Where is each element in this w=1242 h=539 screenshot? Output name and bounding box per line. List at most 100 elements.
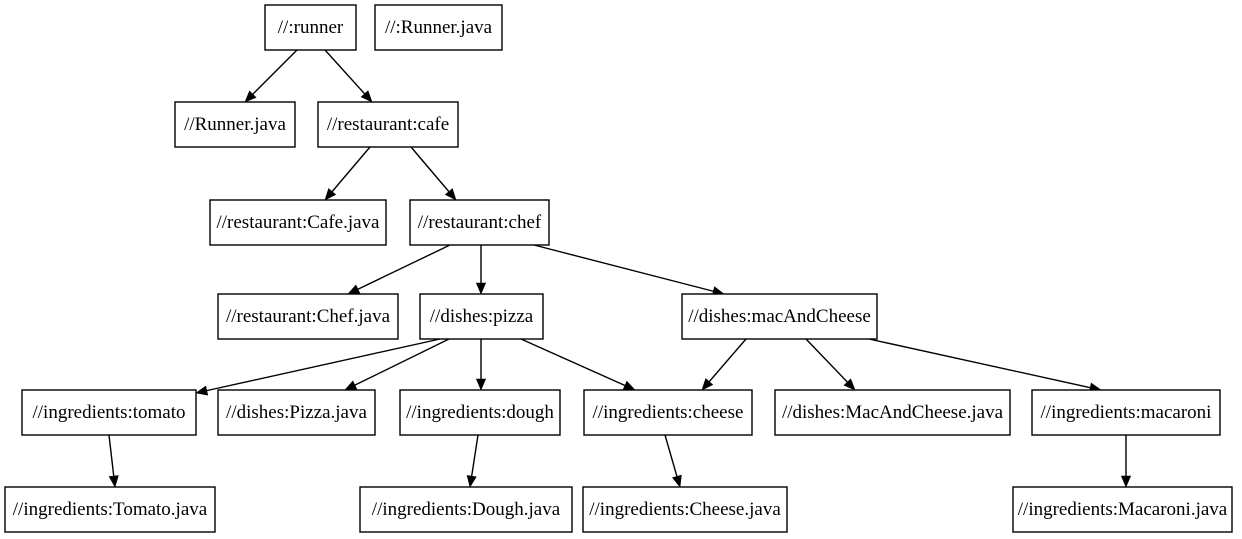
edge-line [324,49,366,95]
node-label: //dishes:macAndCheese [688,306,871,327]
edge-arrowhead [466,475,477,488]
node-label: //ingredients:tomato [32,402,185,423]
edge-ing_macaroni-to-ing_macaroni_java [1120,435,1132,488]
edge-line [664,434,678,477]
node-box[interactable] [681,293,878,340]
node-dishes_pizza[interactable]: //dishes:pizza [419,293,544,340]
node-restaurant_cafe[interactable]: //restaurant:cafe [317,101,459,148]
node-box[interactable] [4,486,216,533]
edge-runner-to-restaurant_cafe [324,49,373,103]
node-label: //ingredients:dough [406,402,554,423]
node-ing_tomato_java[interactable]: //ingredients:Tomato.java [4,486,216,533]
node-box[interactable] [21,389,197,436]
node-label: //ingredients:cheese [593,402,744,423]
node-runner_java_root[interactable]: //:Runner.java [374,4,503,51]
edge-restaurant_chef-to-dishes_pizza [475,245,487,295]
node-label: //dishes:pizza [430,306,534,327]
edge-ing_tomato-to-ing_tomato_java [108,434,119,488]
edge-line [410,146,450,193]
edge-line [206,338,441,392]
node-ing_tomato[interactable]: //ingredients:tomato [21,389,197,436]
edge-restaurant_chef-to-dishes_macandcheese [533,244,725,297]
node-ing_cheese[interactable]: //ingredients:cheese [583,389,753,436]
node-box[interactable] [174,101,296,148]
node-label: //ingredients:Tomato.java [13,499,208,520]
edges-layer [108,49,1132,488]
node-box[interactable] [419,293,544,340]
edge-line [331,146,371,193]
edge-arrowhead [701,378,714,391]
edge-line [868,338,1091,389]
edge-restaurant_chef-to-restaurant_chef_java [347,244,451,295]
edge-arrowhead [475,378,487,391]
edge-dishes_pizza-to-dishes_pizza_java [344,338,450,391]
node-runner[interactable]: //:runner [264,4,357,51]
node-ing_macaroni[interactable]: //ingredients:macaroni [1031,389,1221,436]
node-dishes_macandcheese[interactable]: //dishes:macAndCheese [681,293,878,340]
node-restaurant_chef_java[interactable]: //restaurant:Chef.java [217,293,399,340]
edge-dishes_macandcheese-to-ing_macaroni [868,338,1102,393]
edge-line [357,244,451,290]
edge-line [108,434,115,477]
node-label: //ingredients:Macaroni.java [1018,499,1228,520]
edge-ing_cheese-to-ing_cheese_java [664,434,682,488]
node-runner_java[interactable]: //Runner.java [174,101,296,148]
edge-line [708,338,747,383]
node-label: //dishes:Pizza.java [226,402,367,423]
edge-restaurant_cafe-to-restaurant_cafe_java [324,146,371,201]
node-box[interactable] [374,4,503,51]
node-restaurant_chef[interactable]: //restaurant:chef [409,199,550,246]
node-label: //restaurant:cafe [327,114,449,135]
node-box[interactable] [317,101,459,148]
edge-dishes_pizza-to-ing_cheese [520,338,636,391]
node-box[interactable] [1031,389,1221,436]
node-box[interactable] [1012,486,1233,533]
edge-runner-to-runner_java [244,49,298,103]
edge-line [470,434,479,477]
node-box[interactable] [359,486,573,533]
edge-arrowhead [475,282,487,295]
node-ing_cheese_java[interactable]: //ingredients:Cheese.java [582,486,788,533]
node-box[interactable] [583,389,753,436]
edge-arrowhead [360,90,373,103]
edge-line [533,244,714,292]
edge-dishes_macandcheese-to-dishes_mac_java [805,338,856,391]
node-box[interactable] [774,389,1011,436]
node-box[interactable] [409,199,550,246]
edge-arrowhead [195,385,209,396]
node-box[interactable] [399,389,561,436]
edge-arrowhead [622,380,636,391]
node-dishes_pizza_java[interactable]: //dishes:Pizza.java [217,389,376,436]
edge-restaurant_cafe-to-restaurant_chef [410,146,457,201]
node-label: //:runner [278,17,344,38]
edge-line [520,338,626,387]
edge-arrowhead [444,188,457,201]
node-box[interactable] [217,389,376,436]
edge-line [252,49,298,95]
node-box[interactable] [217,293,399,340]
node-ing_macaroni_java[interactable]: //ingredients:Macaroni.java [1012,486,1233,533]
edge-arrowhead [1120,475,1132,488]
edge-arrowhead [108,475,119,488]
node-dishes_mac_java[interactable]: //dishes:MacAndCheese.java [774,389,1011,436]
node-label: //restaurant:Cafe.java [216,212,380,233]
node-label: //dishes:MacAndCheese.java [782,402,1004,423]
node-box[interactable] [582,486,788,533]
node-box[interactable] [209,199,387,246]
nodes-layer: //:runner //:Runner.java //Runner.java //re… [4,4,1233,533]
node-label: //ingredients:Dough.java [372,499,561,520]
edge-ing_dough-to-ing_dough_java [466,434,479,488]
edge-arrowhead [347,284,361,295]
edge-arrowhead [843,378,856,391]
edge-line [805,338,848,383]
edge-arrowhead [672,474,682,488]
edge-line [354,338,450,386]
edge-arrowhead [244,90,257,103]
edge-dishes_macandcheese-to-ing_cheese [701,338,747,391]
node-ing_dough_java[interactable]: //ingredients:Dough.java [359,486,573,533]
node-box[interactable] [264,4,357,51]
node-ing_dough[interactable]: //ingredients:dough [399,389,561,436]
node-restaurant_cafe_java[interactable]: //restaurant:Cafe.java [209,199,387,246]
